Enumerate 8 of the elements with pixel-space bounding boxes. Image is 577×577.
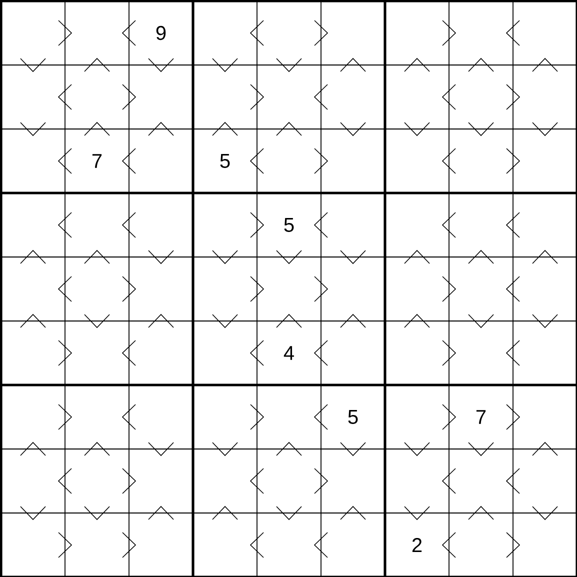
given-digit: 7: [476, 410, 486, 424]
given-digit: 5: [220, 154, 230, 168]
given-digit: 7: [92, 154, 102, 168]
given-digit: 2: [412, 538, 422, 552]
given-digit: 5: [284, 218, 294, 232]
given-digit: 5: [348, 410, 358, 424]
given-digit: 9: [156, 26, 166, 40]
given-digit: 4: [284, 346, 294, 360]
